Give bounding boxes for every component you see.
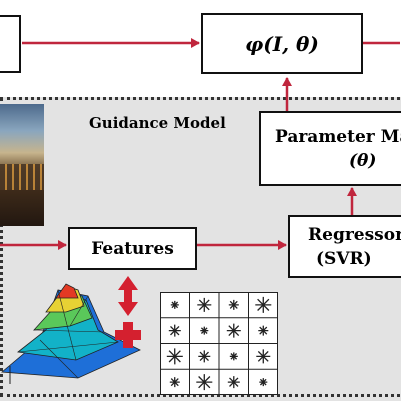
hog-gradient-stroke xyxy=(174,355,181,363)
hog-gradient-stroke xyxy=(170,330,176,336)
hog-gradient-stroke xyxy=(262,298,270,306)
hog-gradient-stroke xyxy=(174,325,180,332)
hog-gradient-stroke xyxy=(233,330,240,337)
hog-gradient-stroke xyxy=(203,304,210,311)
features-label: Features xyxy=(91,238,174,259)
phi-box-label: φ(I, θ) xyxy=(245,31,319,56)
hog-gradient-stroke xyxy=(198,376,205,383)
hog-gradient-stroke xyxy=(203,351,209,357)
hog-gradient-stroke xyxy=(203,381,211,389)
guidance-model-border xyxy=(0,97,401,397)
hog-gradient-stroke xyxy=(233,377,239,383)
hog-gradient-stroke xyxy=(233,325,240,332)
hog-gradient-stroke xyxy=(229,377,235,383)
hog-gradient-stroke xyxy=(262,304,270,311)
hog-gradient-stroke xyxy=(203,355,209,362)
hog-gradient-stroke xyxy=(203,327,208,332)
parameter-box-line1: Parameter Ma xyxy=(275,126,401,147)
hog-gradient-stroke xyxy=(257,355,264,362)
parameter-box: Parameter Ma (θ) xyxy=(259,111,401,186)
hog-gradient-stroke xyxy=(257,304,264,311)
hog-gradient-stroke xyxy=(229,381,235,387)
hog-gradient-stroke xyxy=(262,326,268,332)
parameter-box-line2: (θ) xyxy=(349,150,377,171)
hog-gradient-stroke xyxy=(257,298,264,306)
phi-box: φ(I, θ) xyxy=(201,13,363,74)
features-box: Features xyxy=(68,227,197,270)
hog-grid-icon xyxy=(160,292,278,395)
regressor-box: Regressor (SVR) xyxy=(288,215,401,278)
hog-gradient-stroke xyxy=(228,325,235,332)
photo-buildings xyxy=(0,164,44,190)
hog-gradient-stroke xyxy=(199,351,205,357)
hog-gradient-stroke xyxy=(168,350,176,357)
hog-gradient-stroke xyxy=(174,378,179,383)
guidance-model-label: Guidance Model xyxy=(89,114,226,132)
hog-gradient-stroke xyxy=(168,355,176,363)
hog-gradient-stroke xyxy=(174,330,180,336)
hog-gradient-stroke xyxy=(198,299,205,306)
hog-gradient-stroke xyxy=(174,301,179,306)
hog-gradient-stroke xyxy=(203,376,211,383)
hog-gradient-stroke xyxy=(228,330,235,337)
hog-gradient-stroke xyxy=(233,353,238,357)
hog-gradient-stroke xyxy=(262,378,267,383)
hog-gradient-stroke xyxy=(203,299,210,306)
regressor-line2: (SVR) xyxy=(316,248,372,269)
hog-gradient-stroke xyxy=(199,355,205,362)
hog-gradient-stroke xyxy=(233,300,238,306)
hog-gradient-stroke xyxy=(174,350,181,357)
hog-gradient-stroke xyxy=(262,355,269,362)
hog-gradient-stroke xyxy=(233,381,239,387)
regressor-line1: Regressor xyxy=(308,224,401,245)
hog-gradient-stroke xyxy=(170,325,176,332)
hog-gradient-stroke xyxy=(257,350,264,357)
photo-thumbnail xyxy=(0,104,44,226)
input-box-partial xyxy=(0,15,21,73)
hog-gradient-stroke xyxy=(262,350,269,357)
hog-gradient-stroke xyxy=(198,304,205,311)
hog-gradient-stroke xyxy=(198,381,205,389)
